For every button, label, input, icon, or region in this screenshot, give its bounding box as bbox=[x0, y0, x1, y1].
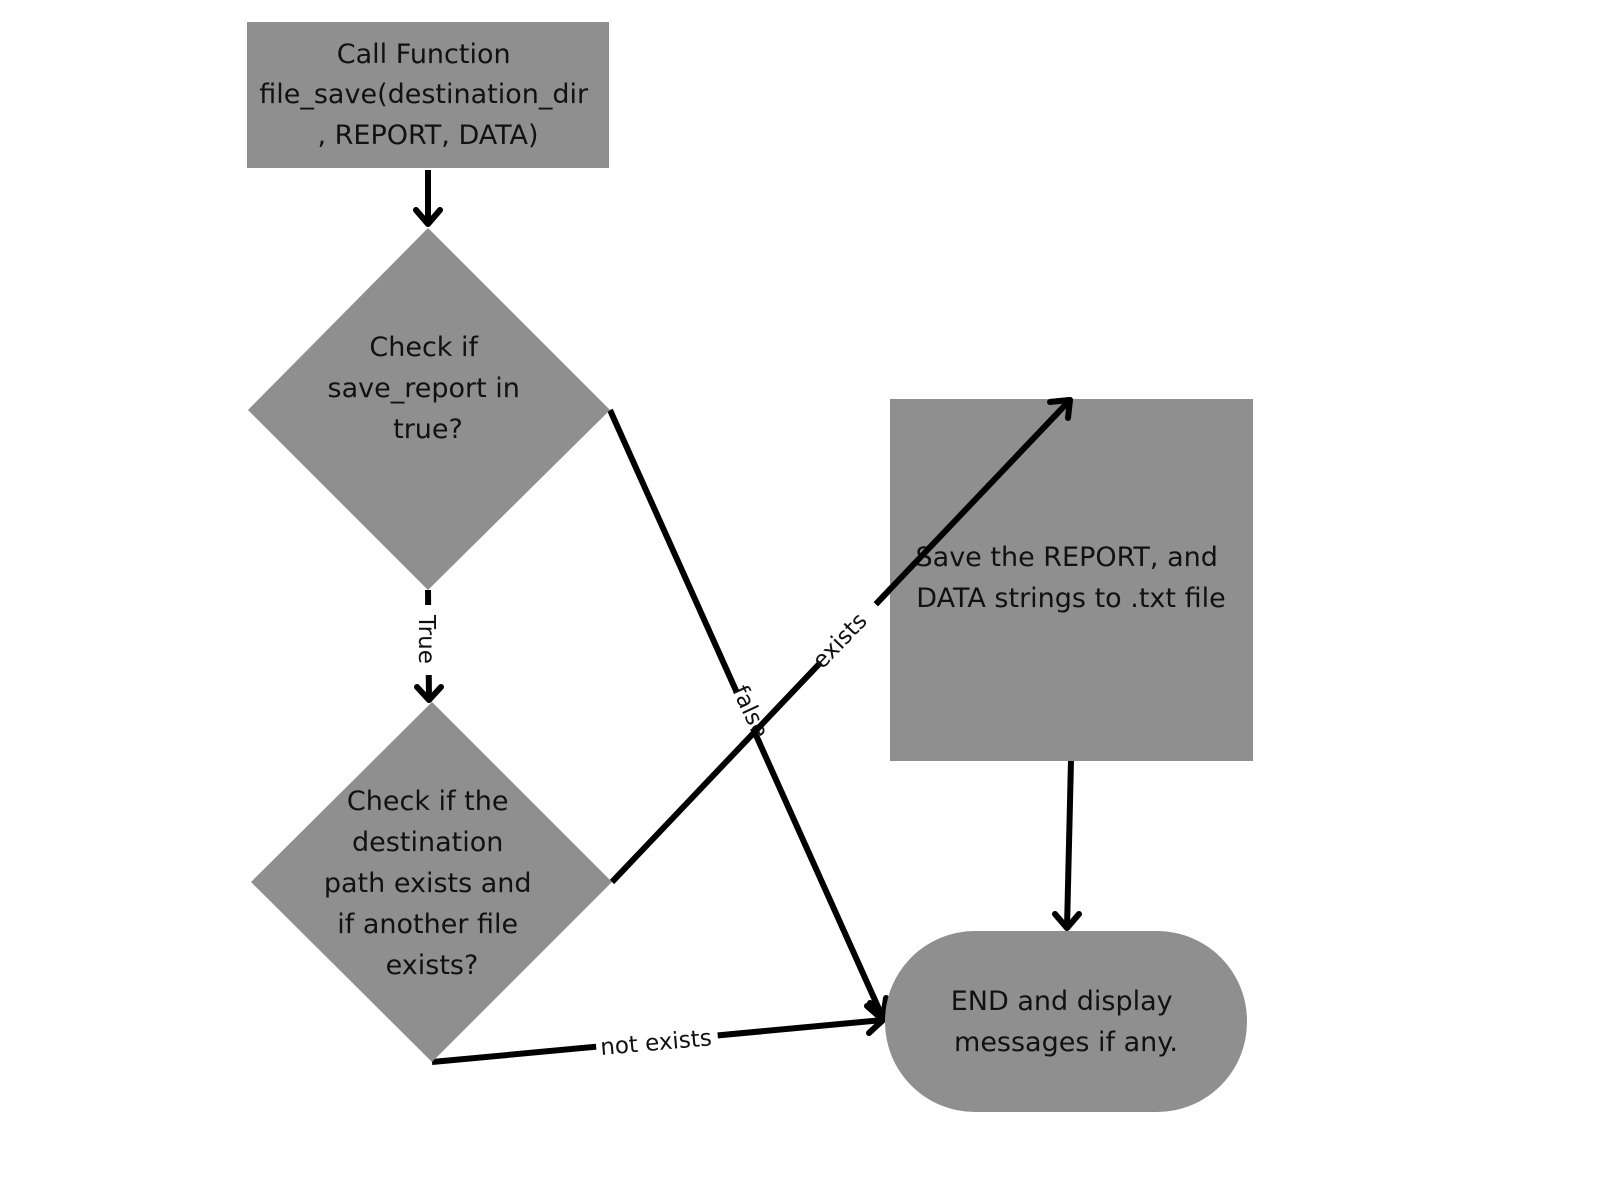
edge-not-exists: not exists bbox=[431, 1003, 886, 1065]
edge-label-true: True bbox=[413, 614, 439, 664]
save-process-node: Save the REPORT, and DATA strings to .tx… bbox=[890, 399, 1253, 761]
edge-exists-overlay bbox=[873, 397, 1073, 607]
end-node-text: END and display messages if any. bbox=[951, 986, 1181, 1058]
decision-path-exists-node: Check if the destination path exists and… bbox=[251, 702, 612, 1062]
decision-save-report-text: Check if save_report in true? bbox=[328, 332, 529, 445]
decision-save-report-node: Check if save_report in true? bbox=[248, 228, 610, 590]
end-node: END and display messages if any. bbox=[885, 931, 1247, 1112]
save-process-text: Save the REPORT, and DATA strings to .tx… bbox=[916, 542, 1227, 614]
edge-false: false bbox=[607, 408, 889, 1021]
decision-path-exists-text: Check if the destination path exists and… bbox=[324, 786, 540, 981]
start-node: Call Function file_save(destination_dir … bbox=[247, 22, 609, 168]
edge-start-to-decision bbox=[413, 170, 443, 227]
edge-save-to-end bbox=[1052, 759, 1082, 931]
edge-true: True bbox=[413, 589, 444, 703]
start-node-text: Call Function file_save(destination_dir … bbox=[259, 39, 596, 151]
